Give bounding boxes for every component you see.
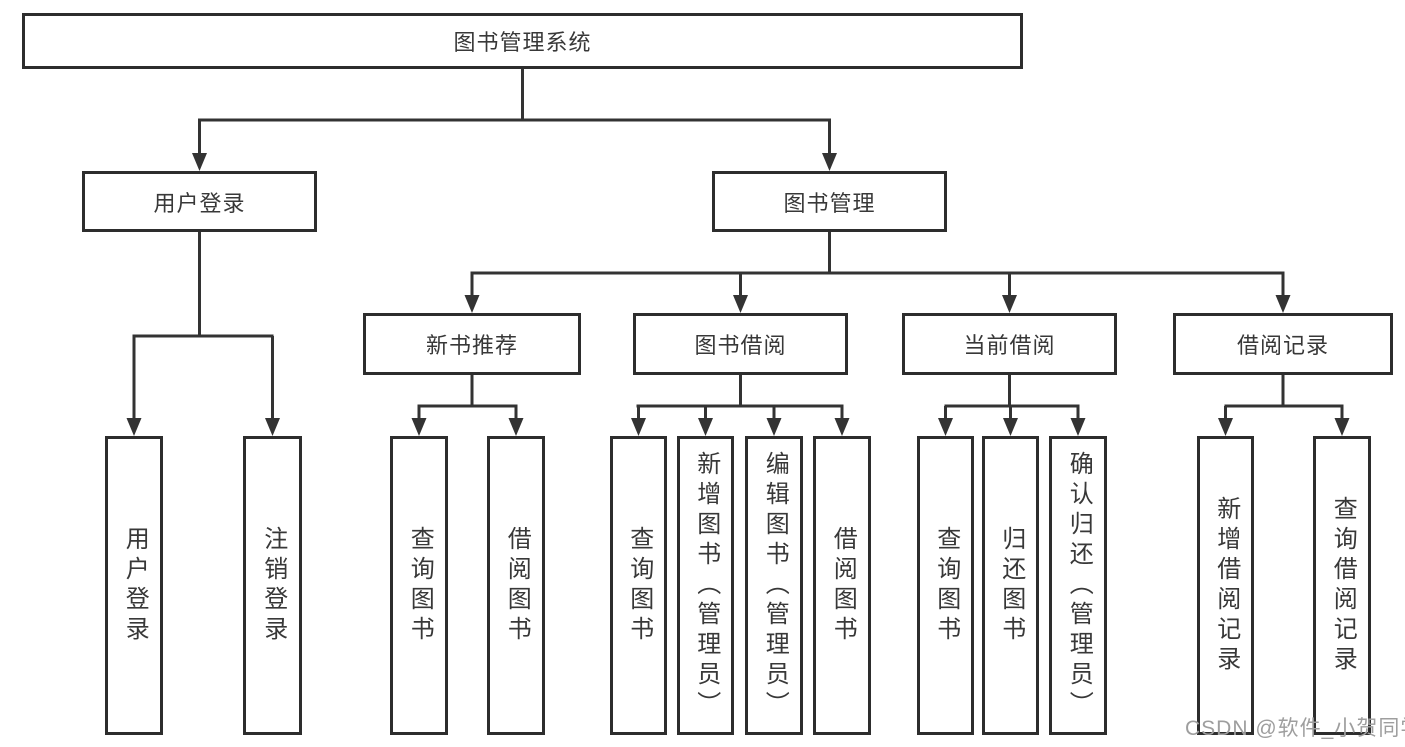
leaf-label: 新增图书（管理员） bbox=[692, 450, 720, 721]
node-book-borrowing: 图书借阅 bbox=[633, 313, 848, 375]
node-label: 借阅记录 bbox=[1236, 333, 1329, 358]
node-borrowing-records: 借阅记录 bbox=[1173, 313, 1393, 375]
node-user-login: 用户登录 bbox=[82, 171, 317, 232]
node-new-book-recommendation: 新书推荐 bbox=[363, 313, 581, 375]
leaf-label: 确认归还（管理员） bbox=[1065, 450, 1093, 721]
node-library-management-system: 图书管理系统 bbox=[22, 13, 1023, 69]
node-label: 图书管理系统 bbox=[453, 30, 592, 55]
leaf-return-book: 归还图书 bbox=[982, 436, 1039, 735]
node-label: 用户登录 bbox=[153, 190, 246, 216]
leaf-label: 查询图书 bbox=[406, 525, 434, 646]
leaf-borrow-books-recommend: 借阅图书 bbox=[487, 436, 545, 735]
leaf-borrow-books-borrowing: 借阅图书 bbox=[813, 436, 871, 735]
leaf-confirm-return-admin: 确认归还（管理员） bbox=[1049, 436, 1107, 735]
leaf-edit-book-admin: 编辑图书（管理员） bbox=[745, 436, 803, 735]
leaf-label: 用户登录 bbox=[121, 525, 149, 646]
node-label: 当前借阅 bbox=[963, 333, 1056, 358]
leaf-label: 借阅图书 bbox=[503, 525, 531, 646]
leaf-label: 新增借阅记录 bbox=[1212, 495, 1240, 676]
node-book-management: 图书管理 bbox=[712, 171, 947, 232]
node-current-borrowing: 当前借阅 bbox=[902, 313, 1117, 375]
leaf-query-books-borrowing: 查询图书 bbox=[610, 436, 667, 735]
leaf-query-books-current: 查询图书 bbox=[917, 436, 974, 735]
node-label: 新书推荐 bbox=[425, 333, 518, 358]
leaf-user-login: 用户登录 bbox=[105, 436, 163, 735]
watermark-text: CSDN @软件_小贺同学 bbox=[1185, 717, 1405, 740]
leaf-query-borrow-record: 查询借阅记录 bbox=[1313, 436, 1371, 735]
leaf-add-borrow-record: 新增借阅记录 bbox=[1197, 436, 1254, 735]
leaf-label: 查询图书 bbox=[625, 525, 653, 646]
node-label: 图书借阅 bbox=[694, 333, 787, 358]
leaf-label: 归还图书 bbox=[997, 525, 1025, 646]
leaf-label: 注销登录 bbox=[259, 525, 287, 646]
leaf-query-books-recommend: 查询图书 bbox=[390, 436, 448, 735]
leaf-add-book-admin: 新增图书（管理员） bbox=[677, 436, 734, 735]
leaf-logout: 注销登录 bbox=[243, 436, 302, 735]
leaf-label: 编辑图书（管理员） bbox=[761, 450, 789, 721]
leaf-label: 查询借阅记录 bbox=[1329, 495, 1357, 676]
leaf-label: 查询图书 bbox=[932, 525, 960, 646]
node-label: 图书管理 bbox=[783, 190, 876, 216]
leaf-label: 借阅图书 bbox=[829, 525, 857, 646]
